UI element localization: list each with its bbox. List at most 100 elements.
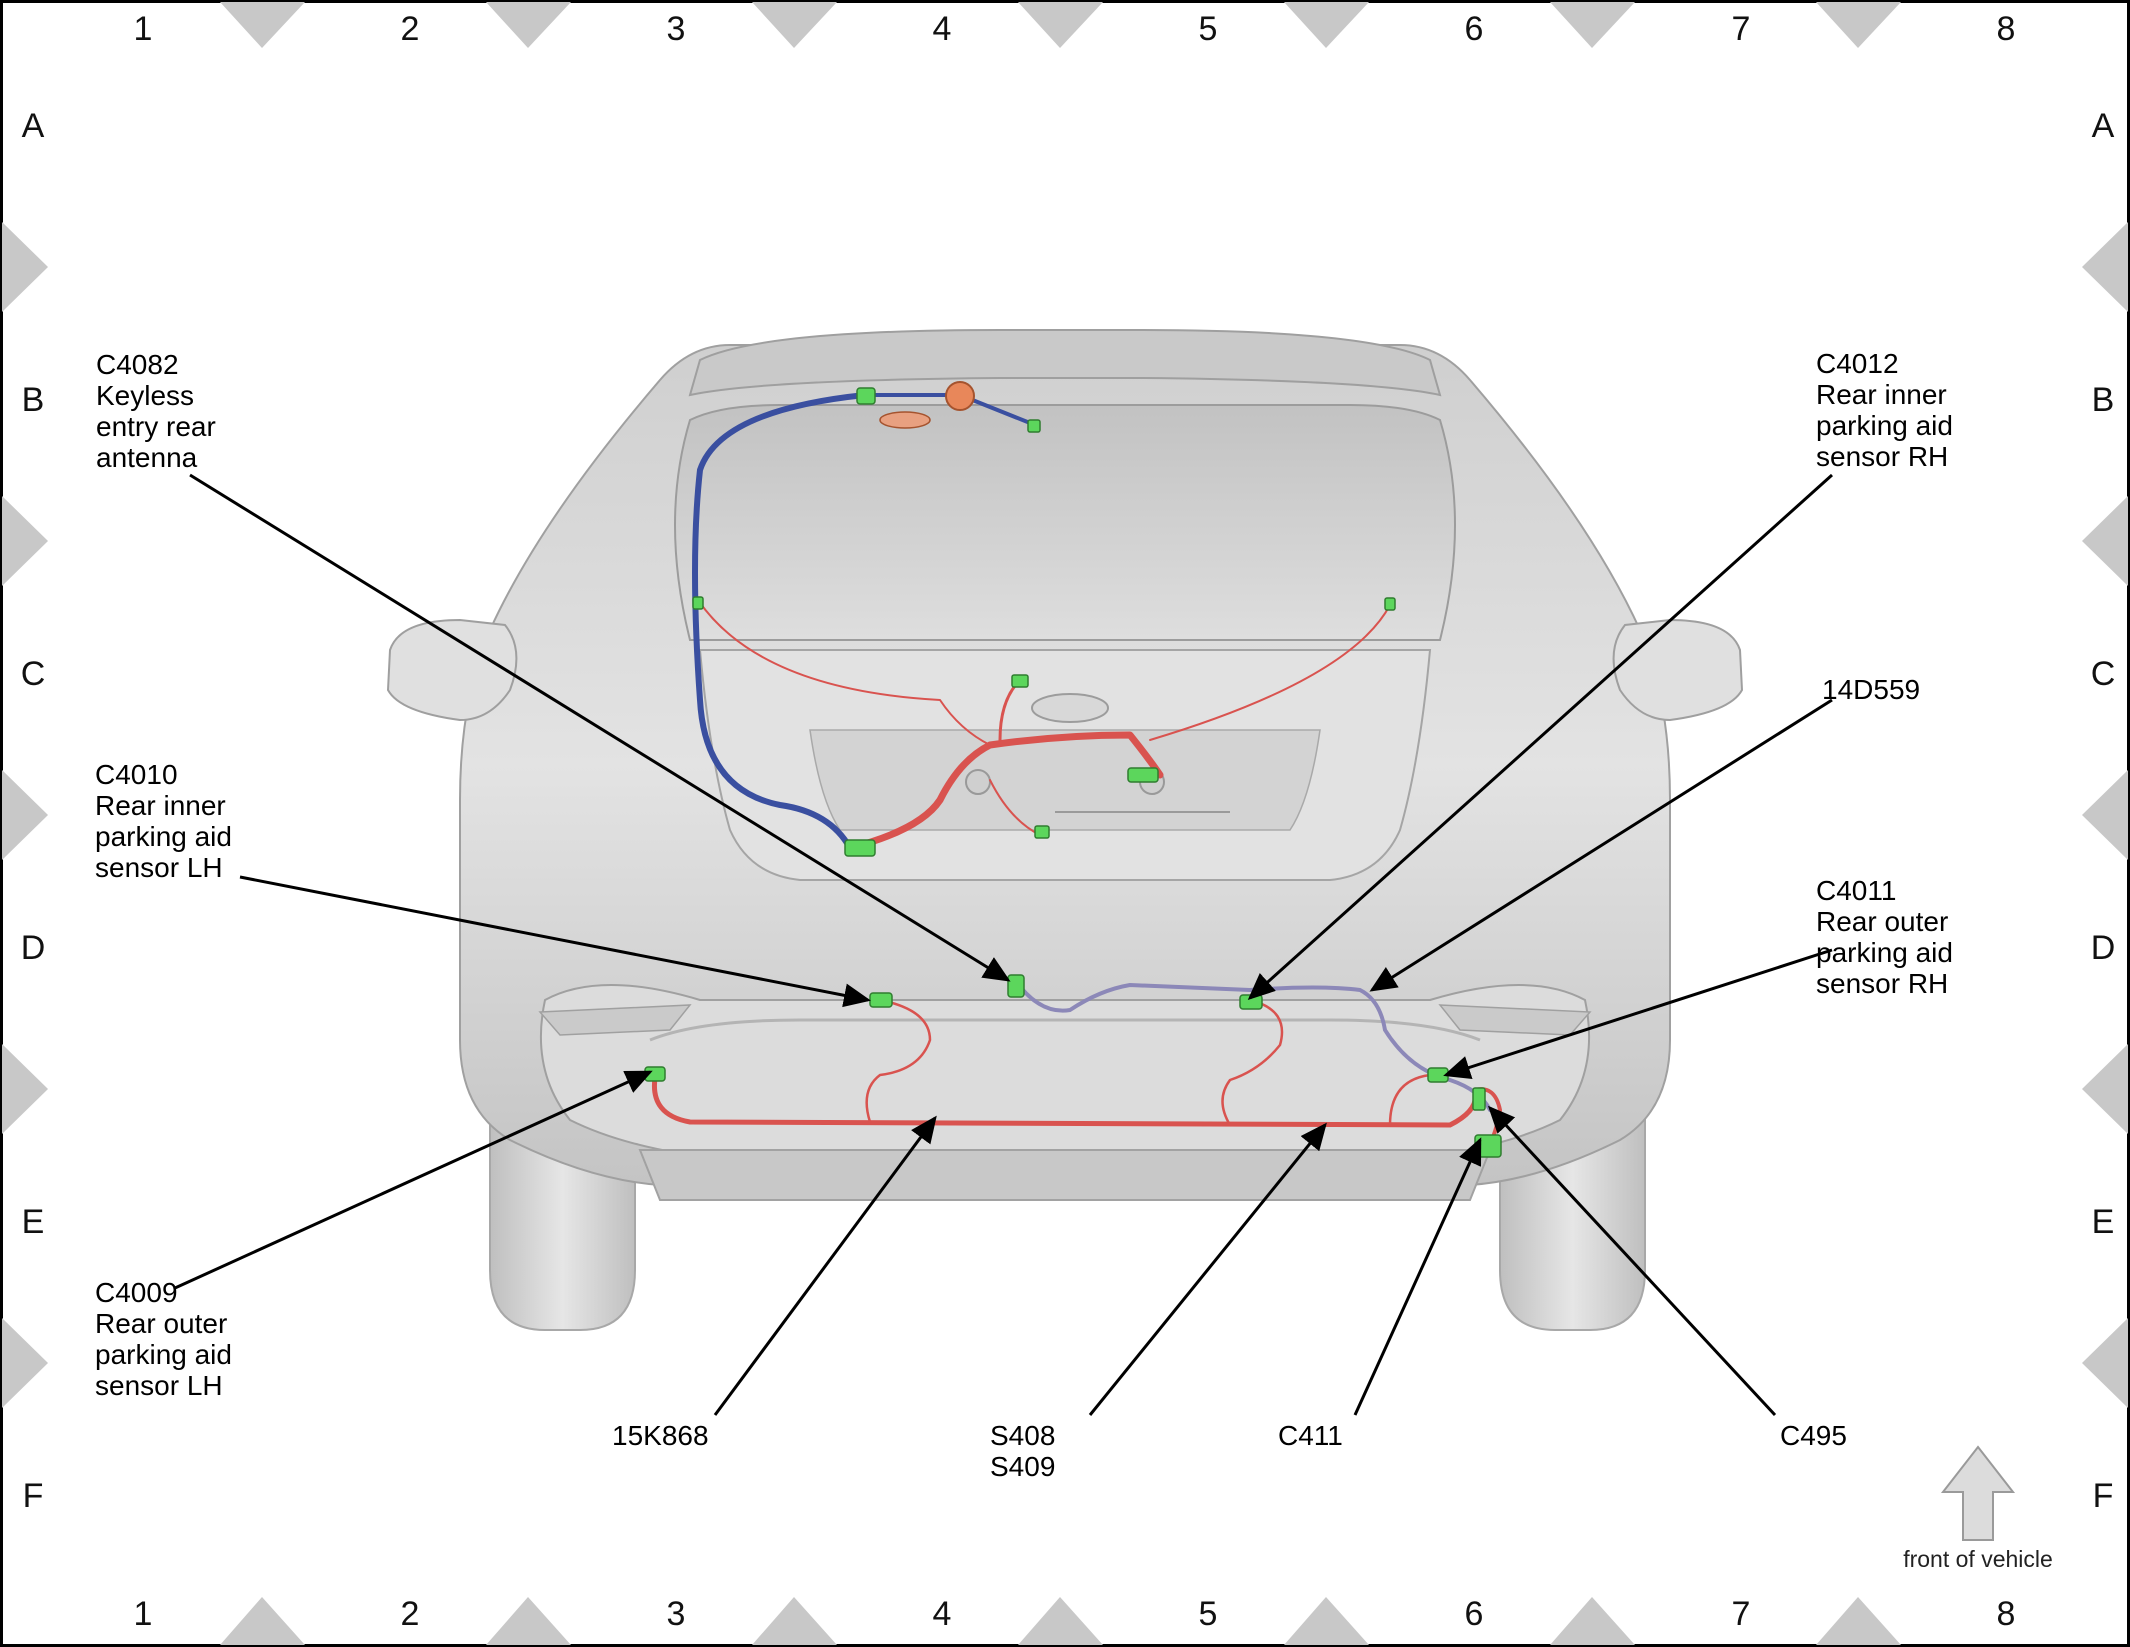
callout-c4082-line: Keyless <box>96 380 194 411</box>
grid-marker-right <box>2082 222 2128 312</box>
grid-row-label: A <box>22 107 45 145</box>
connector-window-left <box>692 596 704 610</box>
antenna-harness-blue <box>692 392 868 851</box>
callout-c4009-line: parking aid <box>95 1339 232 1370</box>
roof-spoiler <box>688 329 1442 397</box>
callout-c4010-line: sensor LH <box>95 852 223 883</box>
grid-marker-bottom <box>486 1597 571 1645</box>
grid-row-label: A <box>2092 107 2115 145</box>
grid-marker-bottom <box>1018 1597 1103 1645</box>
grid-marker-right <box>2082 1044 2128 1134</box>
grid-row-label: E <box>22 1203 45 1241</box>
grid-column-label: 6 <box>1465 10 1484 48</box>
grid-marker-top <box>486 2 571 48</box>
left-reflector <box>538 1004 692 1036</box>
grid-row-label: C <box>2091 655 2116 693</box>
callout-c4009-line: C4009 <box>95 1277 178 1308</box>
leader-14d559 <box>1369 698 1833 992</box>
grid-column-label: 2 <box>401 10 420 48</box>
grid-column-label: 2 <box>401 1595 420 1633</box>
grid-column-label: 6 <box>1465 1595 1484 1633</box>
grid-column-label: 3 <box>667 10 686 48</box>
grid-row-label: B <box>22 381 45 419</box>
leader-c411 <box>1353 1137 1482 1416</box>
callout-14d559-line: 14D559 <box>1822 674 1920 705</box>
grid-marker-bottom <box>1816 1597 1901 1645</box>
connector-c4011 <box>1427 1067 1449 1083</box>
bumper-crease <box>649 1018 1481 1042</box>
grid-marker-left <box>2 770 48 860</box>
grid-marker-bottom <box>220 1597 305 1645</box>
leader-c4012 <box>1247 473 1834 1001</box>
grid-marker-bottom <box>1550 1597 1635 1645</box>
grid-column-labels-bottom: 1 2 3 4 5 6 7 8 <box>134 1595 2016 1633</box>
grid-column-label: 5 <box>1199 1595 1218 1633</box>
callout-c4011-line: Rear outer <box>1816 906 1948 937</box>
connector-window-right <box>1384 597 1396 611</box>
bumper-loop-left <box>865 998 932 1124</box>
callout-15k868-line: 15K868 <box>612 1420 709 1451</box>
connectors <box>644 387 1502 1158</box>
grid-column-label: 5 <box>1199 10 1218 48</box>
grid-row-label: B <box>2092 381 2115 419</box>
grid-marker-top <box>752 2 837 48</box>
grid-marker-left <box>2 1044 48 1134</box>
leader-c4009 <box>174 1070 653 1290</box>
antenna-bracket <box>879 411 931 429</box>
front-of-vehicle-caption: front of vehicle <box>1903 1546 2053 1572</box>
tailgate-branch-right <box>1149 604 1391 741</box>
callout-c4082-line: entry rear <box>96 411 216 442</box>
callout-c4012: C4012 Rear inner parking aid sensor RH <box>1816 348 1961 472</box>
tailgate-branch-left <box>697 599 991 746</box>
callout-c4082-line: antenna <box>96 442 198 473</box>
rear-diffuser <box>638 1149 1492 1201</box>
callout-c4011-line: sensor RH <box>1816 968 1948 999</box>
grid-column-label: 7 <box>1732 10 1751 48</box>
callout-c411: C411 <box>1278 1420 1343 1451</box>
rear-window <box>674 404 1456 641</box>
callout-15k868: 15K868 <box>612 1420 709 1451</box>
callout-c4010-line: parking aid <box>95 821 232 852</box>
connector-c495 <box>1472 1087 1486 1111</box>
grid-marker-right <box>2082 770 2128 860</box>
grid-row-label: D <box>2091 929 2116 967</box>
grid-marker-top <box>1550 2 1635 48</box>
grid-row-labels-right: A B C D E F <box>2091 107 2116 1515</box>
callout-c4012-line: Rear inner <box>1816 379 1947 410</box>
grid-column-label: 8 <box>1997 10 2016 48</box>
bumper-loop-rh-outer <box>1388 1073 1432 1127</box>
connector-tailgate-right <box>1027 419 1041 433</box>
rear-bumper <box>539 984 1591 1161</box>
leader-c4011 <box>1443 948 1833 1080</box>
callout-c4010-line: Rear inner <box>95 790 226 821</box>
callout-c4009: C4009 Rear outer parking aid sensor LH <box>95 1277 240 1401</box>
callout-c4012-line: parking aid <box>1816 410 1953 441</box>
rear-badge <box>1031 693 1109 723</box>
grid-marker-left <box>2 222 48 312</box>
leader-c4082 <box>189 473 1011 982</box>
grid-marker-left <box>2 1318 48 1408</box>
right-side-mirror <box>1612 618 1744 722</box>
grid-row-label: E <box>2092 1203 2115 1241</box>
callout-c495: C495 <box>1780 1420 1847 1451</box>
callout-c4011-line: parking aid <box>1816 937 1953 968</box>
leader-c495 <box>1487 1105 1777 1417</box>
connector-tailgate-main <box>844 839 876 857</box>
grid-marker-right <box>2082 496 2128 586</box>
tailgate-lamp-left <box>965 769 991 795</box>
leader-15k868 <box>713 1115 937 1416</box>
callout-c4010: C4010 Rear inner parking aid sensor LH <box>95 759 240 883</box>
callout-c495-line: C495 <box>1780 1420 1847 1451</box>
grid-column-labels-top: 1 2 3 4 5 6 7 8 <box>134 10 2016 48</box>
grid-column-label: 3 <box>667 1595 686 1633</box>
vehicle-rear-illustration <box>386 329 1744 1331</box>
connector-c4010 <box>869 992 893 1008</box>
grid-row-labels-left: A B C D E F <box>21 107 46 1515</box>
antenna-module <box>945 381 975 411</box>
grid-marker-top <box>1018 2 1103 48</box>
grid-marker-top <box>220 2 305 48</box>
grid-column-label: 7 <box>1732 1595 1751 1633</box>
